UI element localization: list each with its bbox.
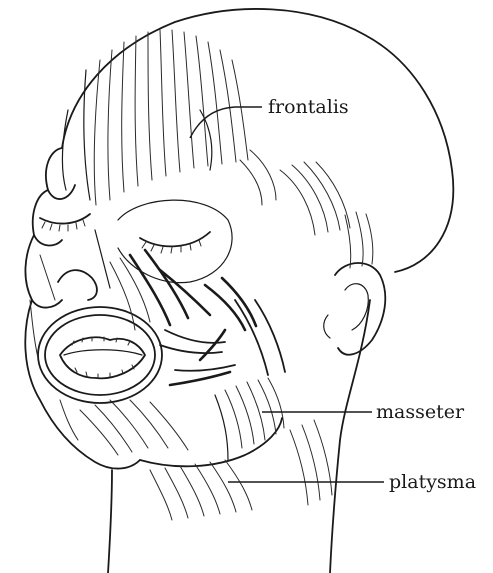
label-frontalis: frontalis [190,96,349,138]
masseter-muscle [215,378,284,460]
platysma-label: platysma [389,471,476,493]
mouth [38,307,162,403]
chin-muscles [60,400,188,455]
eyes [40,200,232,283]
temporalis-strands [280,162,373,268]
frontalis-label: frontalis [268,96,349,118]
ear [324,263,386,355]
nose [58,230,110,300]
label-masseter: masseter [262,401,465,423]
midface-muscles [30,250,285,385]
label-platysma: platysma [228,471,476,493]
masseter-label: masseter [376,401,465,423]
frontalis-muscle [62,30,276,205]
